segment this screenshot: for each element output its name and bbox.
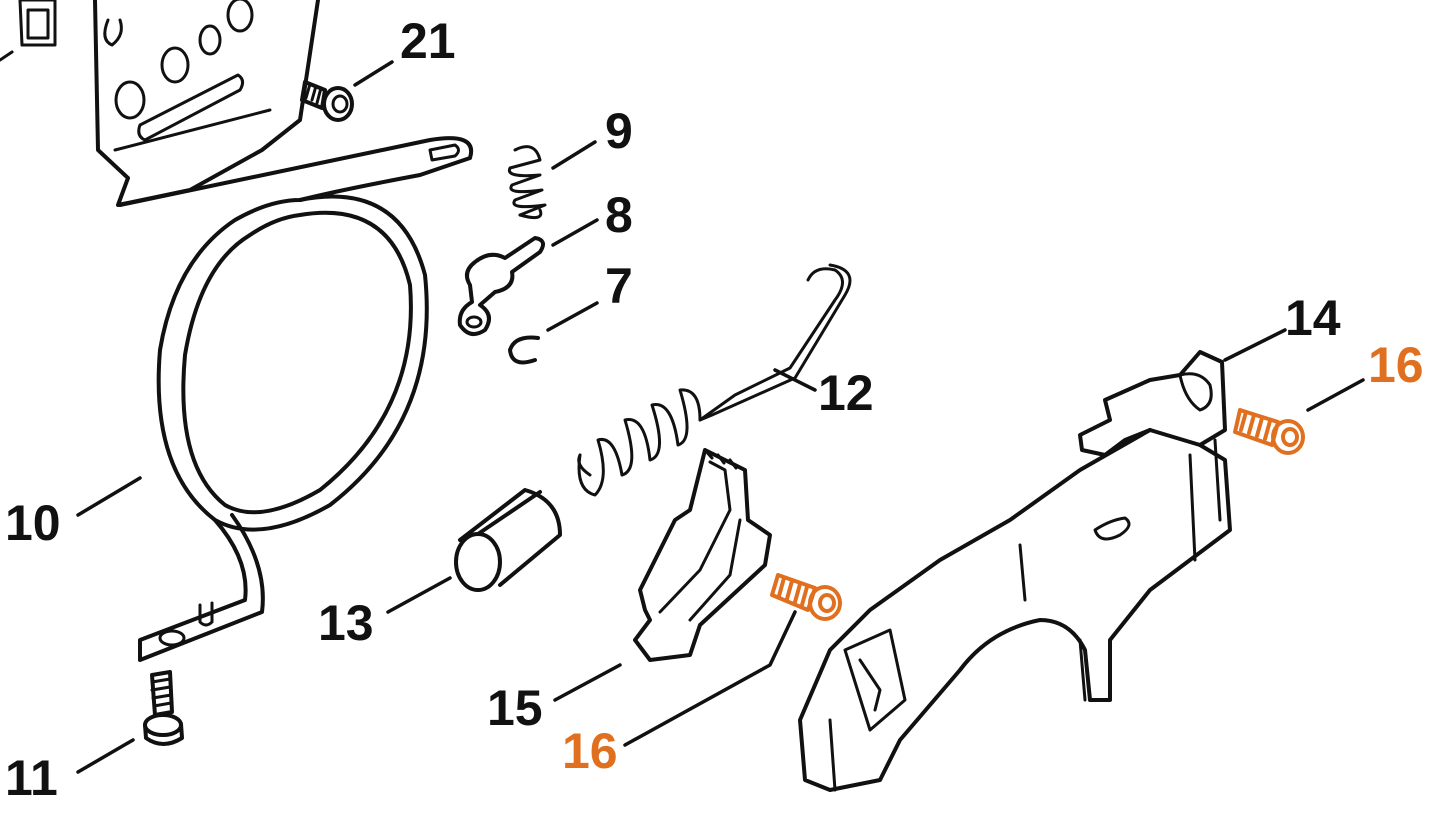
callout-16-bottom: 16: [562, 723, 618, 779]
leader-16-bottom: [623, 610, 797, 747]
callout-21: 21: [400, 13, 456, 69]
cover-14: [798, 350, 1232, 792]
callout-16-right: 16: [1368, 337, 1424, 393]
screw-11: [143, 670, 184, 746]
leader-12: [773, 368, 817, 392]
leader-14: [1223, 328, 1287, 362]
callout-11: 11: [5, 750, 58, 806]
spring-9: [507, 145, 547, 220]
leader-13: [386, 576, 452, 614]
lever-8: [457, 236, 546, 336]
callout-12: 12: [818, 365, 874, 421]
spring-12: [577, 263, 852, 497]
leader-10: [76, 476, 142, 517]
callout-14: 14: [1285, 290, 1341, 346]
callout-15: 15: [487, 680, 543, 736]
leader-11: [76, 738, 135, 774]
sleeve-13: [454, 488, 562, 592]
lever-15: [633, 448, 772, 662]
leader-9: [551, 140, 597, 170]
screw-16-right-highlighted: [1233, 408, 1305, 455]
callout-13: 13: [318, 595, 374, 651]
leader-21: [353, 60, 394, 87]
callout-7: 7: [605, 258, 633, 314]
leader-7: [546, 301, 599, 332]
leader-16-right: [1306, 378, 1365, 412]
brake-band-10: [118, 136, 474, 662]
leader-8: [551, 218, 599, 247]
callout-9: 9: [605, 103, 633, 159]
leader-15: [553, 663, 622, 702]
screw-21: [300, 80, 354, 122]
callout-8: 8: [605, 187, 633, 243]
screw-16-highlighted: [770, 573, 842, 621]
eclip-7: [508, 335, 540, 365]
callout-10: 10: [5, 495, 61, 551]
